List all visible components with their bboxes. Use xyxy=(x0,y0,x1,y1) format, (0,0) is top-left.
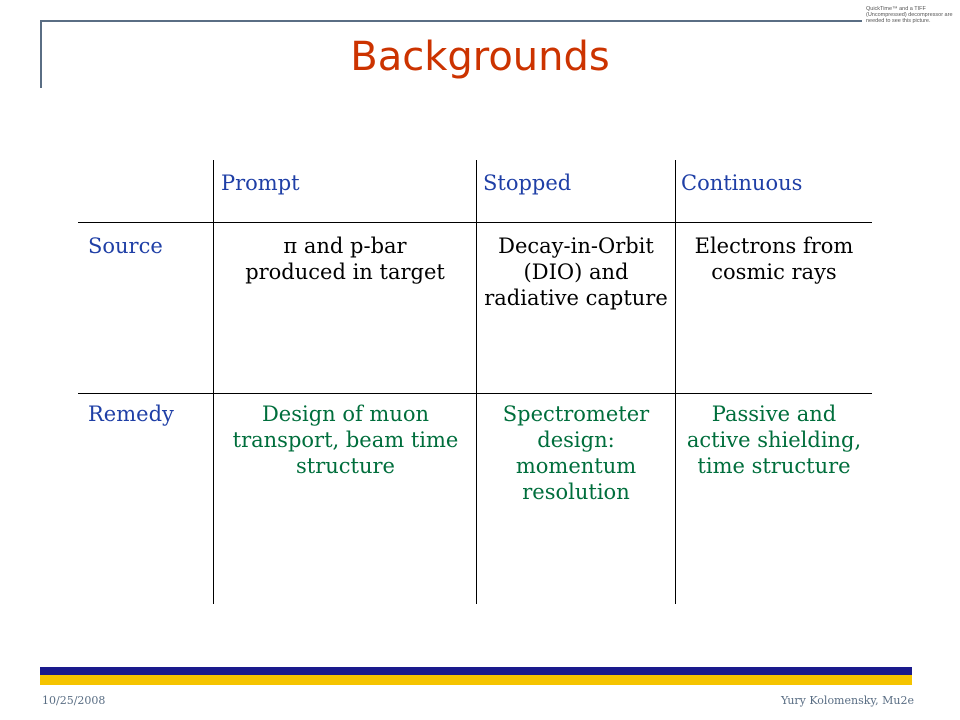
header-stopped: Stopped xyxy=(483,171,572,195)
remedy-prompt-cell: Design of muon transport, beam time stru… xyxy=(232,402,459,478)
column-divider-2 xyxy=(476,160,477,604)
slide-title: Backgrounds xyxy=(350,34,610,80)
frame-left-line xyxy=(40,20,42,88)
header-continuous: Continuous xyxy=(681,171,803,195)
backgrounds-table: Prompt Stopped Continuous Source π and p… xyxy=(78,160,872,604)
row-divider-1 xyxy=(78,222,872,223)
column-divider-3 xyxy=(675,160,676,604)
footer-bar-blue xyxy=(40,667,912,675)
row-label-remedy: Remedy xyxy=(88,402,174,426)
remedy-continuous-cell: Passive and active shielding, time struc… xyxy=(686,402,862,478)
footer-author: Yury Kolomensky, Mu2e xyxy=(781,694,914,707)
frame-top-line xyxy=(40,20,862,22)
remedy-stopped-cell: Spectrometer design: momentum resolution xyxy=(502,402,650,504)
source-stopped-cell: Decay-in-Orbit (DIO) and radiative captu… xyxy=(484,234,668,310)
row-label-source: Source xyxy=(88,234,163,258)
footer-bar-gold xyxy=(40,675,912,685)
header-prompt: Prompt xyxy=(221,171,300,195)
source-continuous-cell: Electrons from cosmic rays xyxy=(694,234,854,284)
quicktime-placeholder-note: QuickTime™ and a TIFF (Uncompressed) dec… xyxy=(866,6,953,24)
footer-date: 10/25/2008 xyxy=(42,694,106,707)
row-divider-2 xyxy=(78,393,872,394)
source-prompt-cell: π and p-bar produced in target xyxy=(245,234,445,284)
column-divider-1 xyxy=(213,160,214,604)
